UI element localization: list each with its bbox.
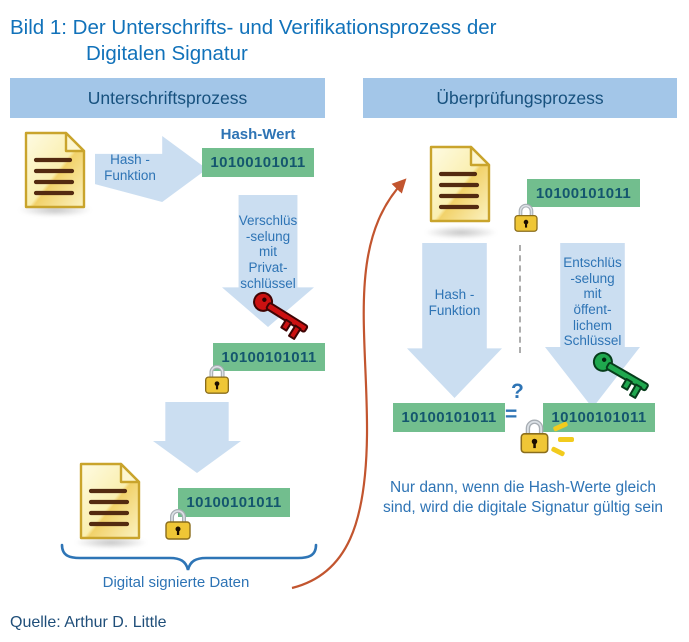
source-label: Quelle: Arthur D. Little [10, 614, 167, 631]
computed-hash-box: 10100101011 [393, 403, 505, 432]
hash-function-arrow-label: Hash - Funktion [428, 287, 481, 318]
sparkle-icon [558, 437, 574, 442]
document-icon [428, 142, 492, 226]
underbrace-icon [60, 543, 318, 573]
validity-note: Nur dann, wenn die Hash-Werte gleich sin… [382, 479, 664, 516]
signed-hash-box: 10100101011 [178, 488, 290, 517]
sparkle-icon [550, 446, 566, 457]
hash-wert-title: Hash-Wert [220, 126, 296, 143]
dashed-divider [519, 245, 521, 353]
encrypt-arrow-label: Verschlüs -selung mit Privat- schlüssel [238, 213, 298, 291]
header-signing-label: Unterschriftsprozess [87, 87, 248, 108]
document-shadow [74, 536, 148, 549]
header-signing-process: Unterschriftsprozess [10, 78, 325, 118]
document-icon [23, 131, 87, 209]
padlock-icon [512, 201, 540, 234]
received-hash-box: 10100101011 [527, 179, 640, 207]
question-mark: ? [511, 380, 524, 403]
page-title-line1: Bild 1: Der Unterschrifts- und Verifikat… [10, 16, 497, 39]
hash-function-arrow-label: Hash - Funktion [104, 152, 156, 183]
padlock-icon [163, 506, 193, 542]
page-title: Bild 1: Der Unterschrifts- und Verifikat… [10, 15, 497, 67]
signed-data-label: Digital signierte Daten [102, 574, 250, 591]
padlock-icon [202, 362, 232, 396]
document-shadow [424, 226, 498, 239]
unlocked-padlock-icon [518, 416, 551, 456]
decrypted-hash-box: 10100101011 [543, 403, 655, 432]
equals-sign: = [505, 403, 518, 426]
decrypt-arrow-label: Entschlüs -selung mit öffent- lichem Sch… [563, 255, 622, 349]
public-key-icon [582, 347, 656, 409]
hash-function-arrow [407, 243, 502, 398]
down-arrow [153, 402, 241, 473]
header-verification-process: Überprüfungsprozess [363, 78, 677, 118]
hash-value-box: 10100101011 [202, 148, 314, 177]
header-verification-label: Überprüfungsprozess [436, 87, 604, 108]
document-icon [78, 461, 142, 541]
page-title-line2: Digitalen Signatur [86, 42, 248, 65]
